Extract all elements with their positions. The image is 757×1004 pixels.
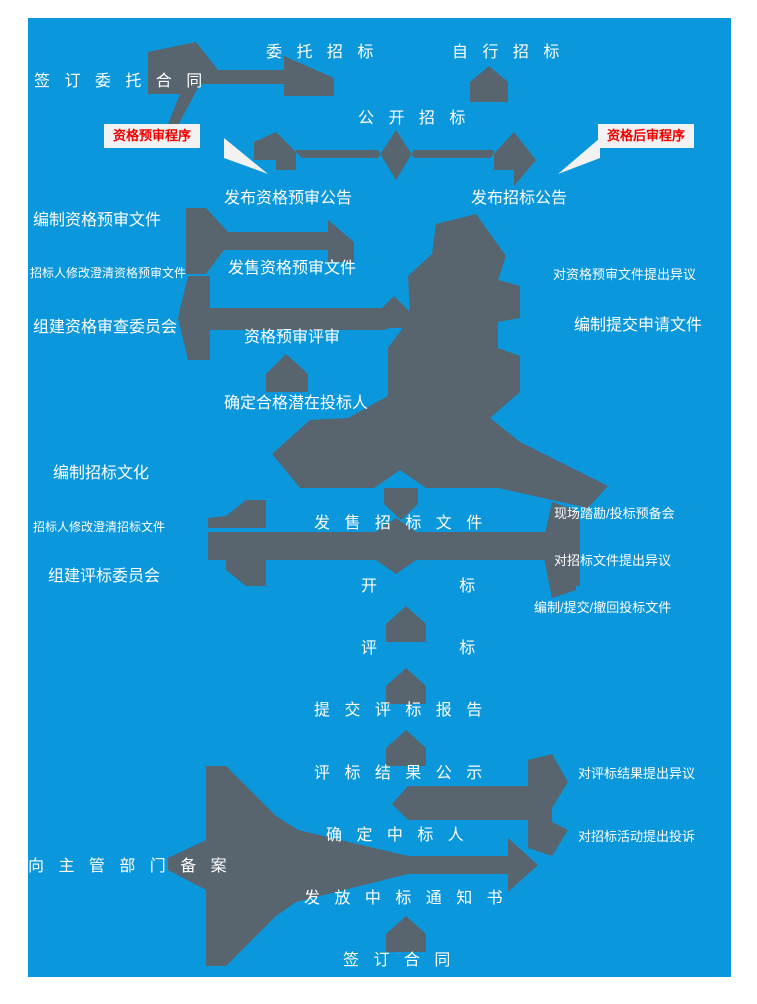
arrow-prequal-sell-node [374, 296, 414, 328]
callout-prequal-pointer [224, 138, 268, 174]
arrow-postqual-branch [272, 214, 608, 508]
callout-prequal-procedure[interactable]: 资格预审程序 [104, 124, 201, 148]
arrow-evaluate-node [386, 668, 426, 704]
callout-postqual-pointer [558, 138, 600, 174]
arrow-submit-report-node [386, 730, 426, 766]
arrow-prepare-prequal-doc [186, 208, 354, 274]
flowchart-panel: 签 订 委 托 合 同 委 托 招 标 自 行 招 标 公 开 招 标 发布资格… [28, 18, 731, 977]
arrow-open-bidding [254, 130, 536, 186]
arrow-entrust-bidding [148, 42, 334, 144]
arrow-award-notice-node [386, 916, 426, 952]
arrow-prepare-bid-doc-group [208, 500, 266, 586]
arrow-clarify-and-committee [178, 276, 416, 360]
flow-arrows-layer [148, 42, 608, 966]
arrow-sell-bid-to-open [208, 512, 580, 586]
arrow-to-sell-bid-doc [384, 488, 418, 520]
arrow-self-bidding [470, 66, 508, 102]
arrow-right-bid-stage-bar [542, 502, 576, 598]
arrow-open-bid-node [386, 606, 426, 642]
arrow-prequal-review [266, 354, 308, 392]
arrow-record-to-authority [168, 766, 538, 966]
arrow-result-objection-bar [392, 754, 568, 856]
callout-postqual-procedure[interactable]: 资格后审程序 [598, 124, 695, 148]
